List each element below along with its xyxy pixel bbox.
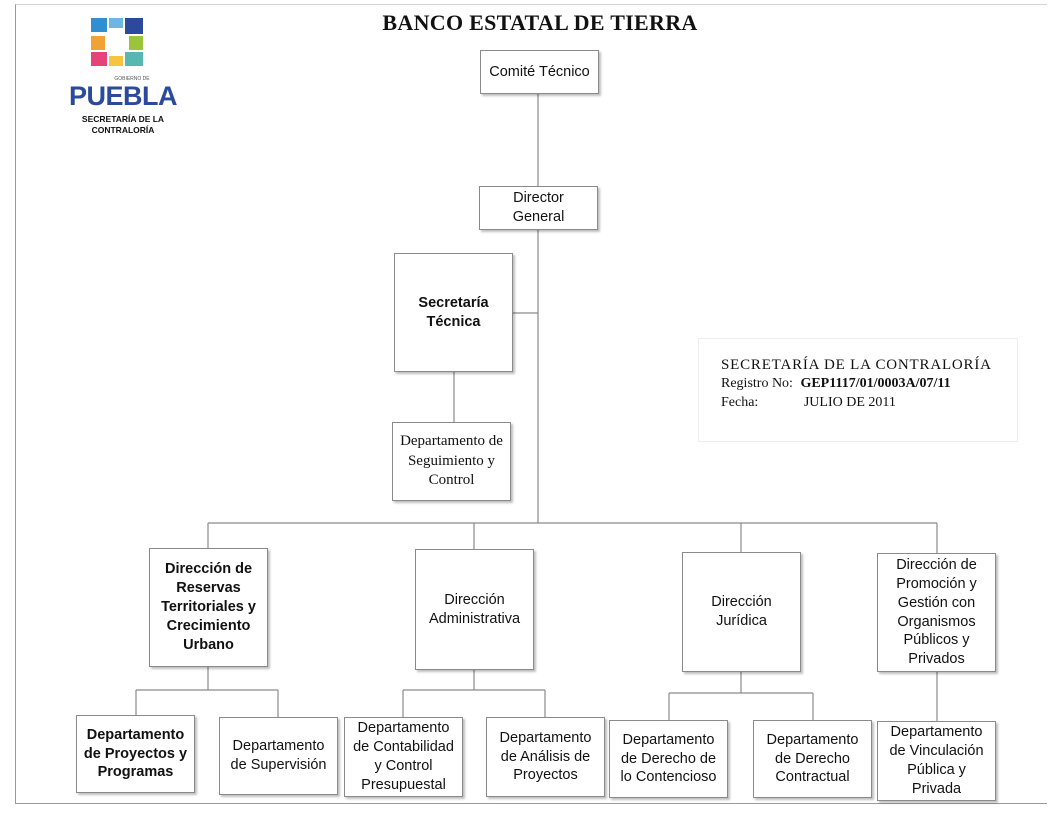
- node-dep-analisis: Departamento de Análisis de Proyectos: [486, 717, 605, 797]
- node-dep-proyectos: Departamento de Proyectos y Programas: [76, 715, 195, 793]
- registration-stamp: SECRETARÍA DE LA CONTRALORÍA Registro No…: [698, 338, 1018, 442]
- stamp-title: SECRETARÍA DE LA CONTRALORÍA: [721, 357, 992, 373]
- node-depto-seguimiento: Departamento de Seguimiento y Control: [392, 422, 511, 501]
- logo-subtitle-2: CONTRALORÍA: [91, 125, 155, 135]
- node-dir-administrativa: Dirección Administrativa: [415, 549, 534, 670]
- node-dep-contencioso: Departamento de Derecho de lo Contencios…: [609, 720, 728, 798]
- node-director-general: Director General: [479, 186, 598, 230]
- stamp-registro-label: Registro No:: [721, 376, 793, 391]
- node-dep-vinculacion: Departamento de Vinculación Pública y Pr…: [877, 721, 996, 801]
- stamp-registro-value: GEP1117/01/0003A/07/11: [800, 376, 951, 391]
- node-dep-contractual: Departamento de Derecho Contractual: [753, 720, 872, 798]
- node-secretaria-tecnica: Secretaría Técnica: [394, 253, 513, 372]
- node-dep-supervision: Departamento de Supervisión: [219, 717, 338, 795]
- node-dir-juridica: Dirección Jurídica: [682, 552, 801, 672]
- page-title: BANCO ESTATAL DE TIERRA: [382, 10, 698, 35]
- logo-small-text: GOBIERNO DE: [114, 76, 150, 82]
- node-comite-tecnico: Comité Técnico: [480, 50, 599, 94]
- stamp-fecha-label: Fecha:: [721, 395, 759, 410]
- logo-subtitle-1: SECRETARÍA DE LA: [81, 114, 165, 124]
- node-dir-promocion: Dirección de Promoción y Gestión con Org…: [877, 553, 996, 672]
- logo-mark-icon: [91, 18, 143, 66]
- page-frame: [15, 4, 1047, 804]
- node-dep-contabilidad: Departamento de Contabilidad y Control P…: [344, 717, 463, 797]
- node-label: Comité Técnico: [489, 63, 590, 80]
- node-dir-reservas: Dirección de Reservas Territoriales y Cr…: [149, 548, 268, 667]
- logo-name: PUEBLA: [68, 81, 178, 111]
- puebla-logo: GOBIERNO DE PUEBLA SECRETARÍA DE LA CONT…: [60, 14, 190, 144]
- stamp-fecha: Fecha: JULIO DE 2011: [721, 395, 896, 411]
- stamp-fecha-value: JULIO DE 2011: [803, 395, 896, 410]
- stamp-registro: Registro No: GEP1117/01/0003A/07/11: [721, 376, 951, 392]
